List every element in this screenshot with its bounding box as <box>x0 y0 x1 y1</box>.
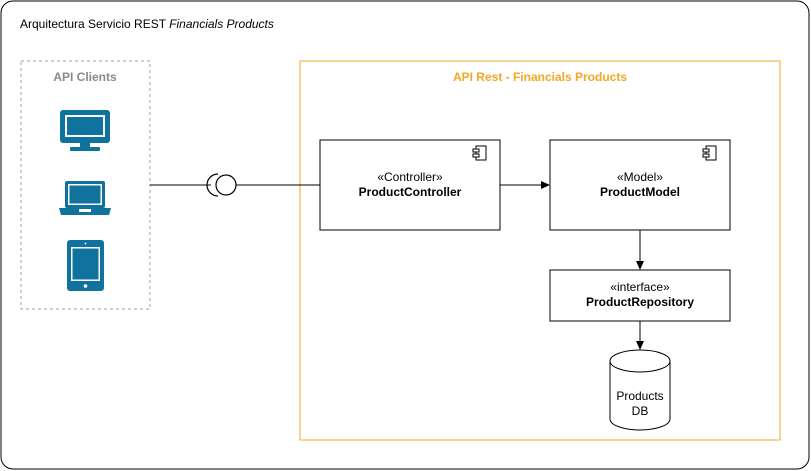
db-label-line1: Products <box>616 389 663 403</box>
interface-connector <box>150 173 320 197</box>
controller-stereotype: «Controller» <box>377 170 443 184</box>
product-controller-component[interactable]: «Controller» ProductController <box>319 139 501 231</box>
product-model-component[interactable]: «Model» ProductModel <box>549 139 731 231</box>
component-icon <box>702 145 717 161</box>
component-icon <box>472 145 487 161</box>
product-repository-interface[interactable]: «interface» ProductRepository <box>549 269 731 322</box>
model-stereotype: «Model» <box>617 170 663 184</box>
clients-group-label: API Clients <box>53 70 117 84</box>
title-italic: Financials Products <box>169 17 274 31</box>
model-name: ProductModel <box>600 185 680 199</box>
repository-name: ProductRepository <box>586 295 694 309</box>
diagram-title: Arquitectura Servicio REST Financials Pr… <box>20 17 274 31</box>
db-label-line2: DB <box>632 404 649 418</box>
title-prefix: Arquitectura Servicio REST <box>20 17 169 31</box>
api-group-box <box>299 60 781 441</box>
api-group-label: API Rest - Financials Products <box>453 70 627 84</box>
controller-name: ProductController <box>359 185 462 199</box>
laptop-icon <box>59 181 111 215</box>
desktop-monitor-icon <box>60 110 110 151</box>
tablet-icon <box>67 240 104 291</box>
repository-stereotype: «interface» <box>610 280 670 294</box>
products-database[interactable]: Products DB <box>609 349 671 431</box>
